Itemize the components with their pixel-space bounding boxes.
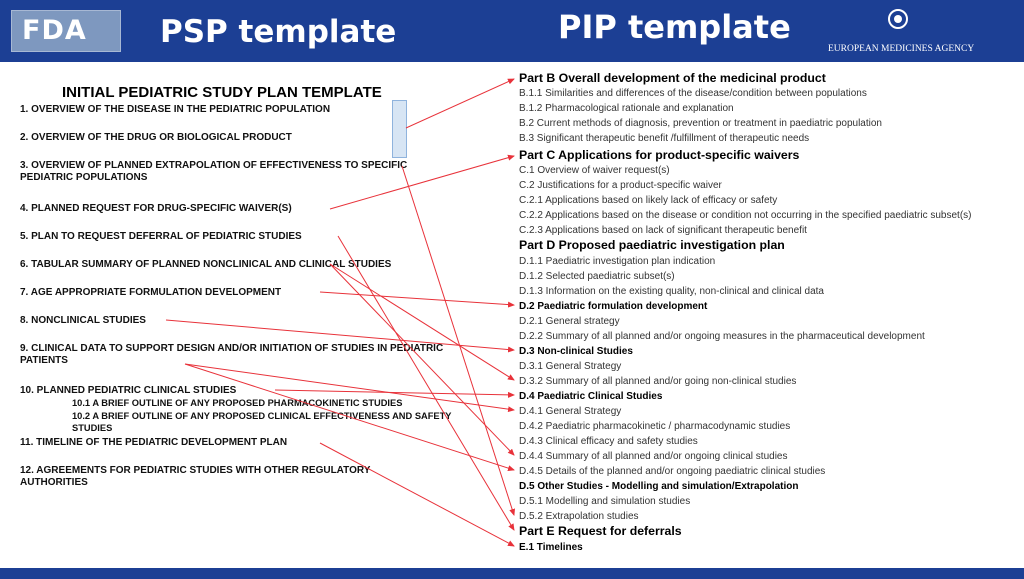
- pip-d-3-2: D.3.2 Summary of all planned and/or goin…: [519, 376, 797, 387]
- pip-d-4-3: D.4.3 Clinical efficacy and safety studi…: [519, 436, 698, 447]
- pip-part-c: Part C Applications for product-specific…: [519, 148, 800, 162]
- pip-d-1-1: D.1.1 Paediatric investigation plan indi…: [519, 256, 716, 267]
- arrow-bracket-to-part-b: [405, 78, 515, 129]
- pip-d-4-4: D.4.4 Summary of all planned and/or ongo…: [519, 451, 788, 462]
- arrow-psp4-to-part-c: [329, 154, 515, 210]
- psp-item-9: 9. CLINICAL DATA TO SUPPORT DESIGN AND/O…: [20, 343, 444, 366]
- psp-title: PSP template: [160, 14, 397, 50]
- psp-item-1: 1. OVERVIEW OF THE DISEASE IN THE PEDIAT…: [20, 104, 331, 115]
- psp-item-11: 11. TIMELINE OF THE PEDIATRIC DEVELOPMEN…: [20, 437, 288, 448]
- pip-d-4: D.4 Paediatric Clinical Studies: [519, 391, 663, 402]
- fda-logo-text: FDA: [22, 15, 87, 46]
- psp-item-4: 4. PLANNED REQUEST FOR DRUG-SPECIFIC WAI…: [20, 203, 292, 214]
- pip-b-1-2: B.1.2 Pharmacological rationale and expl…: [519, 103, 734, 114]
- pip-d-2: D.2 Paediatric formulation development: [519, 301, 708, 312]
- highlight-bracket: [392, 100, 407, 158]
- pip-d-4-5: D.4.5 Details of the planned and/or ongo…: [519, 466, 826, 477]
- footer-bar: [0, 568, 1024, 579]
- psp-item-8: 8. NONCLINICAL STUDIES: [20, 315, 146, 326]
- pip-c-2-3: C.2.3 Applications based on lack of sign…: [519, 225, 807, 236]
- pip-part-e: Part E Request for deferrals: [519, 524, 682, 538]
- psp-item-6: 6. TABULAR SUMMARY OF PLANNED NONCLINICA…: [20, 259, 392, 270]
- pip-d-5: D.5 Other Studies - Modelling and simula…: [519, 481, 799, 492]
- pip-b-2: B.2 Current methods of diagnosis, preven…: [519, 118, 882, 129]
- arrow-psp6-to-d-3-2: [329, 263, 515, 381]
- pip-d-5-2: D.5.2 Extrapolation studies: [519, 511, 639, 522]
- psp-item-7: 7. AGE APPROPRIATE FORMULATION DEVELOPME…: [20, 287, 282, 298]
- psp-item-5: 5. PLAN TO REQUEST DEFERRAL OF PEDIATRIC…: [20, 231, 302, 242]
- psp-item-3: 3. OVERVIEW OF PLANNED EXTRAPOLATION OF …: [20, 160, 408, 183]
- psp-item-2: 2. OVERVIEW OF THE DRUG OR BIOLOGICAL PR…: [20, 132, 292, 143]
- fda-logo: FDA: [11, 10, 121, 52]
- pip-d-1-3: D.1.3 Information on the existing qualit…: [519, 286, 824, 297]
- arrow-psp10-to-d-4-5: [184, 363, 515, 472]
- header-banner: FDA PSP template PIP template EUROPEAN M…: [0, 0, 1024, 62]
- pip-d-4-1: D.4.1 General Strategy: [519, 406, 622, 417]
- pip-b-3: B.3 Significant therapeutic benefit /ful…: [519, 133, 810, 144]
- arrow-psp11-to-e-1: [319, 442, 515, 547]
- pip-c-1: C.1 Overview of waiver request(s): [519, 165, 670, 176]
- arrow-psp10-to-d-4: [274, 389, 515, 398]
- arrow-psp5-to-part-e: [337, 235, 515, 531]
- ema-logo-icon: [888, 9, 908, 29]
- pip-d-3-1: D.3.1 General Strategy: [519, 361, 622, 372]
- psp-heading: INITIAL PEDIATRIC STUDY PLAN TEMPLATE: [62, 84, 382, 101]
- psp-item-12: 12. AGREEMENTS FOR PEDIATRIC STUDIES WIT…: [20, 465, 371, 488]
- arrow-psp6-to-d-4-4: [329, 263, 515, 456]
- pip-title: PIP template: [558, 8, 791, 46]
- pip-d-4-2: D.4.2 Paediatric pharmacokinetic / pharm…: [519, 421, 791, 432]
- pip-d-5-1: D.5.1 Modelling and simulation studies: [519, 496, 691, 507]
- pip-b-1-1: B.1.1 Similarities and differences of th…: [519, 88, 867, 99]
- pip-part-b: Part B Overall development of the medici…: [519, 71, 826, 85]
- arrow-psp7-to-d-2: [319, 291, 515, 308]
- pip-c-2: C.2 Justifications for a product-specifi…: [519, 180, 722, 191]
- pip-d-2-1: D.2.1 General strategy: [519, 316, 620, 327]
- arrow-psp8-to-d-3: [165, 319, 515, 353]
- psp-item-10-1: 10.1 A BRIEF OUTLINE OF ANY PROPOSED PHA…: [72, 398, 403, 408]
- pip-d-1-2: D.1.2 Selected paediatric subset(s): [519, 271, 675, 282]
- ema-name: EUROPEAN MEDICINES AGENCY: [828, 44, 975, 54]
- pip-c-2-2: C.2.2 Applications based on the disease …: [519, 210, 972, 221]
- psp-item-10: 10. PLANNED PEDIATRIC CLINICAL STUDIES: [20, 385, 237, 396]
- pip-c-2-1: C.2.1 Applications based on likely lack …: [519, 195, 778, 206]
- pip-e-1: E.1 Timelines: [519, 542, 583, 553]
- arrow-psp9-to-d-4-1: [184, 363, 515, 413]
- pip-d-2-2: D.2.2 Summary of all planned and/or ongo…: [519, 331, 925, 342]
- psp-item-10-2: 10.2 A BRIEF OUTLINE OF ANY PROPOSED CLI…: [72, 411, 452, 433]
- arrow-psp3-to-d-5-2: [401, 165, 516, 516]
- pip-d-3: D.3 Non-clinical Studies: [519, 346, 633, 357]
- pip-part-d: Part D Proposed paediatric investigation…: [519, 238, 785, 252]
